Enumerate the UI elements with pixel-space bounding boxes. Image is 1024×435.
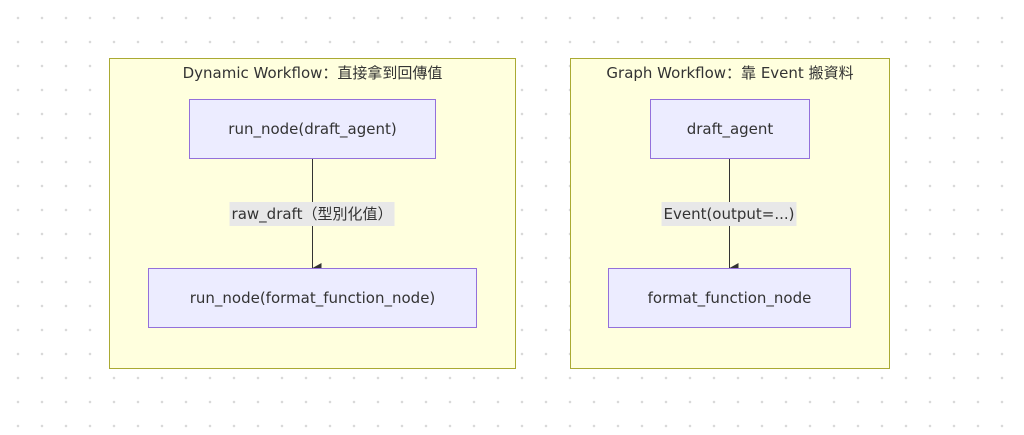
event-output-edge-label: Event(output=...) [661, 202, 797, 226]
dynamic-workflow-title: Dynamic Workflow：直接拿到回傳值 [182, 64, 443, 82]
draft-agent-node[interactable]: draft_agent [650, 99, 810, 159]
run-node-draft-agent[interactable]: run_node(draft_agent) [189, 99, 436, 159]
graph-workflow-title: Graph Workflow：靠 Event 搬資料 [606, 64, 854, 82]
raw-draft-edge-label: raw_draft（型別化值） [229, 202, 395, 226]
run-node-format-function-node[interactable]: run_node(format_function_node) [148, 268, 477, 328]
format-function-node[interactable]: format_function_node [608, 268, 851, 328]
